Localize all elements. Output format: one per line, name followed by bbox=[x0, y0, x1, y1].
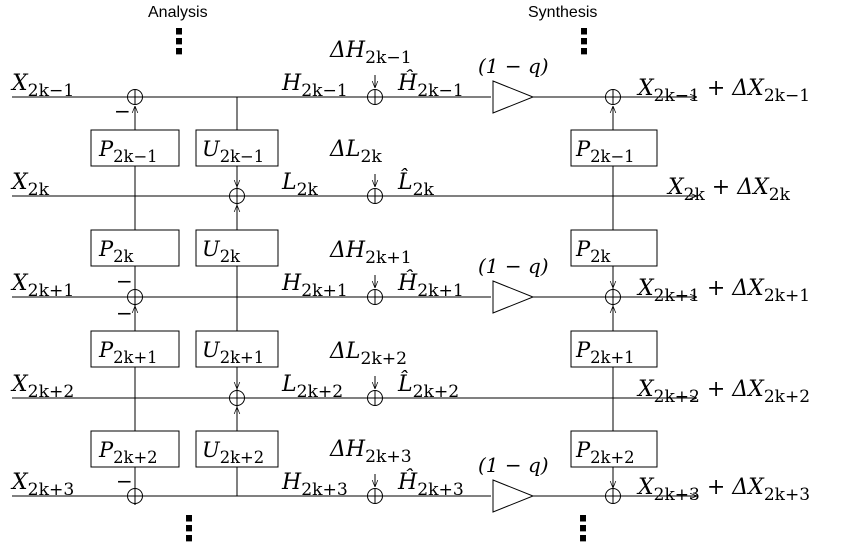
subband-label: H2k−1 bbox=[281, 71, 348, 101]
synthesis-header: Synthesis bbox=[528, 4, 597, 21]
predict-label: P2k bbox=[98, 237, 135, 266]
perturbation-label: ΔH2k+1 bbox=[329, 238, 412, 268]
diagram-shapes bbox=[90, 80, 658, 513]
gain-triangle bbox=[492, 280, 535, 314]
minus-sign: − bbox=[114, 99, 131, 123]
gain-label: (1 − q) bbox=[478, 254, 549, 278]
update-box bbox=[195, 229, 279, 267]
synthesis-predict-label: P2k+1 bbox=[575, 338, 635, 367]
synthesis-predict-box bbox=[570, 229, 658, 267]
update-box bbox=[195, 330, 279, 368]
perturbation-label: ΔL2k bbox=[329, 137, 382, 167]
gain-triangle bbox=[492, 80, 535, 114]
predict-sum-node bbox=[127, 488, 143, 504]
output-label: X2k+1 + ΔX2k+1 bbox=[636, 276, 810, 306]
subband-label: H2k+3 bbox=[281, 470, 348, 500]
vertical-ellipsis: ⋮ bbox=[162, 23, 196, 61]
synthesis-predict-label: P2k bbox=[575, 237, 612, 266]
subband-label: L2k+2 bbox=[281, 372, 343, 402]
predict-sum-node bbox=[127, 89, 143, 105]
predict-box bbox=[90, 430, 180, 468]
minus-sign: − bbox=[116, 269, 133, 293]
predict-sum-node bbox=[127, 289, 143, 305]
predict-box bbox=[90, 229, 180, 267]
predict-label: P2k−1 bbox=[98, 137, 158, 166]
subband-label: L2k bbox=[281, 170, 319, 200]
perturbed-label: Ĥ2k+1 bbox=[397, 269, 464, 301]
analysis-header: Analysis bbox=[148, 4, 208, 21]
update-sum-node bbox=[229, 390, 245, 406]
input-label: X2k+1 bbox=[10, 271, 74, 301]
perturbation-sum-node bbox=[367, 188, 383, 204]
synthesis-predict-box bbox=[570, 129, 658, 167]
predict-label: P2k+2 bbox=[98, 438, 158, 467]
update-label: U2k−1 bbox=[202, 137, 264, 166]
minus-sign: − bbox=[116, 301, 133, 325]
predict-box bbox=[90, 129, 180, 167]
vertical-ellipsis: ⋮ bbox=[172, 510, 206, 548]
synthesis-sum-node bbox=[605, 289, 621, 305]
perturbed-label: Ĥ2k−1 bbox=[397, 69, 464, 101]
input-label: X2k+2 bbox=[10, 372, 74, 402]
output-label: X2k+3 + ΔX2k+3 bbox=[636, 475, 810, 505]
synthesis-sum-node bbox=[605, 89, 621, 105]
synthesis-predict-label: P2k−1 bbox=[575, 137, 635, 166]
perturbation-label: ΔH2k+3 bbox=[329, 437, 412, 467]
perturbation-label: ΔH2k−1 bbox=[329, 38, 412, 68]
output-label: X2k + ΔX2k bbox=[666, 175, 791, 205]
output-label: X2k+2 + ΔX2k+2 bbox=[636, 377, 810, 407]
update-label: U2k+1 bbox=[202, 338, 264, 367]
perturbed-label: L̂2k+2 bbox=[397, 371, 459, 402]
update-box bbox=[195, 129, 279, 167]
perturbed-label: L̂2k bbox=[397, 169, 435, 200]
gain-triangle bbox=[492, 479, 535, 513]
vertical-ellipsis: ⋮ bbox=[567, 23, 601, 61]
synthesis-sum-node bbox=[605, 488, 621, 504]
input-label: X2k−1 bbox=[10, 71, 74, 101]
synthesis-predict-label: P2k+2 bbox=[575, 438, 635, 467]
perturbation-sum-node bbox=[367, 289, 383, 305]
perturbation-sum-node bbox=[367, 390, 383, 406]
predict-label: P2k+1 bbox=[98, 338, 158, 367]
synthesis-predict-box bbox=[570, 430, 658, 468]
perturbed-label: Ĥ2k+3 bbox=[397, 468, 464, 500]
predict-box bbox=[90, 330, 180, 368]
update-box bbox=[195, 430, 279, 468]
gain-label: (1 − q) bbox=[478, 54, 549, 78]
synthesis-predict-box bbox=[570, 330, 658, 368]
perturbation-label: ΔL2k+2 bbox=[329, 339, 407, 369]
perturbation-sum-node bbox=[367, 89, 383, 105]
vertical-ellipsis: ⋮ bbox=[566, 510, 600, 548]
update-label: U2k+2 bbox=[202, 438, 264, 467]
update-label: U2k bbox=[202, 237, 241, 266]
gain-label: (1 − q) bbox=[478, 453, 549, 477]
minus-sign: − bbox=[116, 469, 133, 493]
update-sum-node bbox=[229, 188, 245, 204]
subband-label: H2k+1 bbox=[281, 271, 348, 301]
perturbation-sum-node bbox=[367, 488, 383, 504]
input-label: X2k+3 bbox=[10, 470, 74, 500]
output-label: X2k−1 + ΔX2k−1 bbox=[636, 76, 810, 106]
input-label: X2k bbox=[10, 170, 50, 200]
